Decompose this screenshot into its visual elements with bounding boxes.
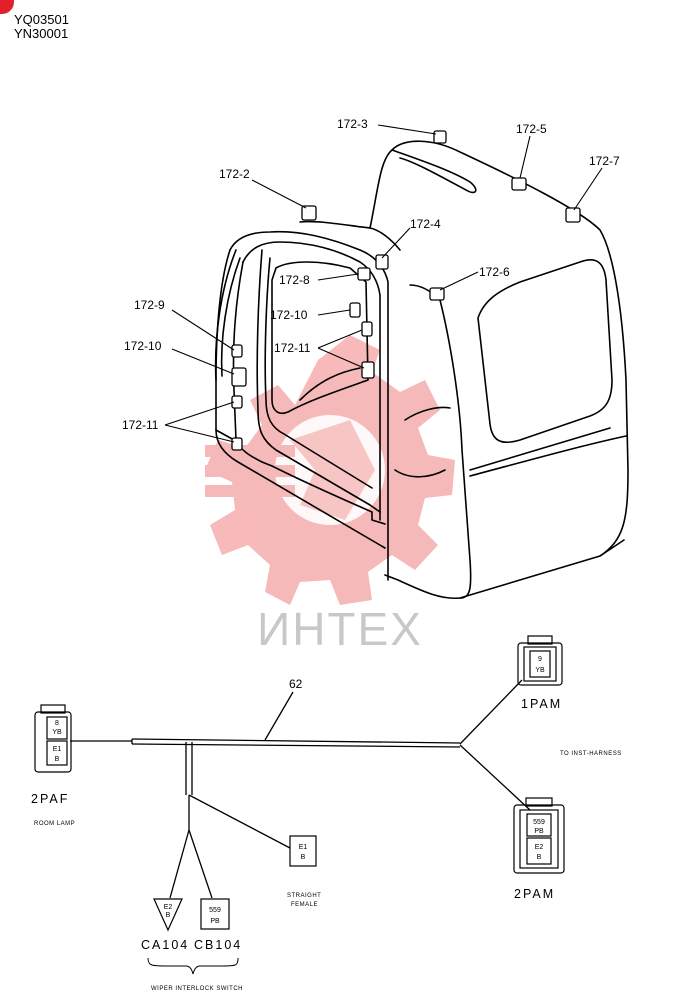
pin-2pam-1: 559 [533, 819, 545, 826]
callout-172-4: 172-4 [410, 217, 441, 231]
pin-2pam-3: E2 [535, 844, 544, 851]
callout-172-10-inner: 172-10 [270, 308, 308, 322]
pin-2pam-4: B [537, 854, 542, 861]
label-1pam: 1PAM [521, 697, 562, 711]
label-ca104: CA104 [141, 938, 189, 952]
connector-2paf [34, 704, 72, 773]
doc-code-1: YQ03501 [14, 12, 69, 27]
connector-cb104 [200, 898, 230, 930]
desc-female: FEMALE [291, 902, 318, 908]
callout-172-11-outer: 172-11 [122, 418, 159, 432]
callout-172-3: 172-3 [337, 117, 368, 131]
connector-2pam [513, 797, 565, 874]
harness-part-number: 62 [289, 677, 303, 691]
pin-2paf-3: E1 [53, 746, 62, 753]
pin-2paf-4: B [55, 756, 60, 763]
desc-room-lamp: ROOM LAMP [34, 821, 75, 827]
label-2pam: 2PAM [514, 887, 555, 901]
callout-172-7: 172-7 [589, 154, 620, 168]
doc-code-2: YN30001 [14, 26, 69, 41]
leader-lines [164, 124, 603, 443]
pin-ca104-2: B [166, 912, 171, 919]
pin-1pam-1: 9 [538, 656, 542, 663]
pin-straight-1: E1 [299, 844, 308, 851]
pin-2paf-1: 8 [55, 720, 59, 727]
desc-straight: STRAIGHT [287, 893, 321, 899]
label-2paf: 2PAF [31, 792, 69, 806]
callout-172-9: 172-9 [134, 298, 165, 312]
pin-cb104-1: 559 [209, 907, 221, 914]
pin-ca104-1: E2 [164, 904, 173, 911]
clip-markers [231, 130, 581, 451]
connector-ca104 [153, 898, 183, 932]
pin-cb104-2: PB [210, 918, 220, 925]
harness-wires [70, 679, 531, 899]
callout-172-10-outer: 172-10 [124, 339, 162, 353]
callout-172-5: 172-5 [516, 122, 547, 136]
callout-172-11-inner: 172-11 [274, 341, 311, 355]
connector-1pam [517, 635, 563, 686]
pin-2pam-2: PB [534, 828, 544, 835]
pin-2paf-2: YB [52, 729, 62, 736]
to-inst-harness-note: TO INST-HARNESS [560, 751, 622, 757]
pin-1pam-2: YB [535, 667, 545, 674]
pin-straight-2: B [301, 854, 306, 861]
label-cb104: CB104 [194, 938, 242, 952]
desc-wiper-interlock: WIPER INTERLOCK SWITCH [151, 986, 243, 992]
callout-172-6: 172-6 [479, 265, 510, 279]
cab-body-drawing [214, 140, 629, 600]
connector-straight-female [289, 835, 317, 867]
wiper-brace [147, 957, 239, 975]
watermark-text: ИНТЕХ [257, 603, 423, 655]
callout-172-8: 172-8 [279, 273, 310, 287]
callout-172-2: 172-2 [219, 167, 250, 181]
